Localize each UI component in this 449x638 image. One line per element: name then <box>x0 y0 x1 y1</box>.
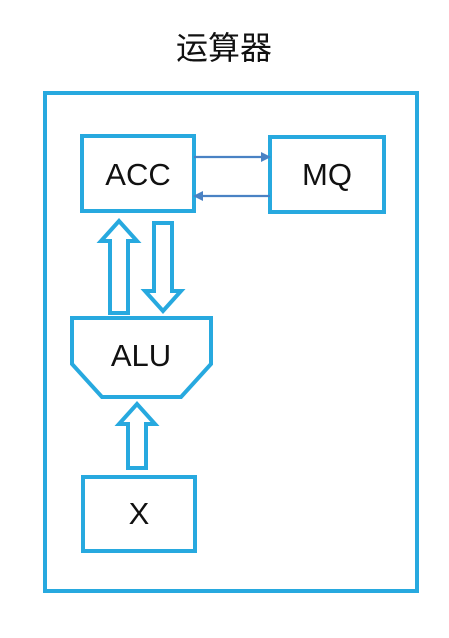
arithmetic-unit-frame <box>43 91 419 593</box>
acc-box <box>80 134 196 213</box>
x-box <box>81 475 197 553</box>
mq-box <box>268 135 386 214</box>
alu-shape <box>70 316 213 399</box>
x-label: X <box>129 496 150 531</box>
alu-to-acc-arrow <box>96 218 142 315</box>
acc-label: ACC <box>105 157 170 192</box>
x-to-alu-arrow <box>114 401 160 470</box>
mq-label: MQ <box>302 157 352 192</box>
acc-to-alu-arrow <box>140 221 186 314</box>
alu-label: ALU <box>111 338 171 373</box>
diagram-title: 运算器 <box>176 29 272 67</box>
